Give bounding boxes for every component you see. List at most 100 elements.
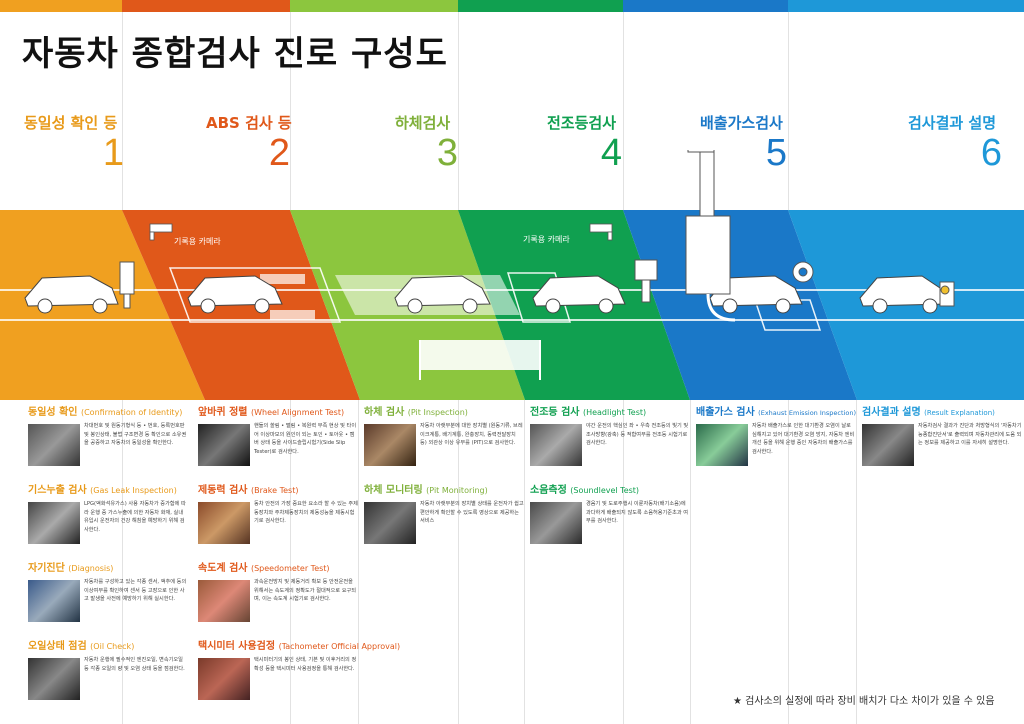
card-description: 자동차를 구성하고 있는 각종 센서, 액추에 등의 이상여부를 확인하여 센서… [84, 579, 187, 603]
card-wheel-alignment: 앞바퀴 정렬 (Wheel Alignment Test) 핸들의 쏠림 • 떨… [198, 406, 358, 466]
card-subtitle: (Wheel Alignment Test) [250, 408, 345, 417]
stage-label-1: 동일성 확인 등 [24, 114, 118, 132]
photo-image [862, 424, 914, 466]
card-subtitle: (Diagnosis) [68, 564, 114, 573]
card-title: 전조등 검사 [530, 407, 580, 418]
card-description: 자동차 아랫부분에 대한 장치별 (원동기류, 브레이크계통, 배기계통, 완충… [420, 423, 523, 447]
card-headlight: 전조등 검사 (Headlight Test) 야간 운전의 핵심인 좌 • 우… [530, 406, 690, 466]
car-5 [709, 275, 803, 314]
stage-number-2: 2 [268, 132, 290, 174]
column-divider [856, 400, 857, 724]
card-title: 택시미터 사용검정 [198, 641, 276, 652]
card-description: LPG(액화석유가스) 사용 자동차가 증가함에 따라 운행 중 가스누출에 의… [84, 501, 186, 533]
stage-number-5: 5 [765, 132, 787, 174]
card-gas-leak: 기스누출 검사 (Gas Leak Inspection) LPG(액화석유가스… [28, 484, 188, 544]
card-title: 자기진단 [28, 563, 65, 574]
car-3 [394, 275, 491, 314]
recording-camera-1 [149, 223, 173, 241]
card-title: 검사결과 설명 [862, 407, 921, 418]
stage-number-6: 6 [980, 132, 1002, 174]
card-description: 자동차 아랫부분의 장치별 상태를 운전자가 쉽고 편안하게 확인할 수 있도록… [420, 501, 524, 525]
stage-label-3: 하체검사 [395, 114, 451, 132]
photo-image [198, 424, 250, 466]
card-subtitle: (Headlight Test) [582, 408, 647, 417]
card-description: 자동차 운행에 필수적인 엔진오일, 변속기오일 등 각종 오일의 량 및 오염… [84, 657, 185, 672]
card-brake: 제동력 검사 (Brake Test) 동차 안전의 가장 중요한 요소라 할 … [198, 484, 358, 544]
card-exhaust-emission: 배출가스 검사 (Exhaust Emission Inspection) 자동… [696, 406, 856, 466]
result-kiosk [939, 281, 955, 307]
card-result-explanation: 검사결과 설명 (Result Explanation) 자동차검사 결과가 진… [862, 406, 1022, 466]
photo-image [530, 502, 582, 544]
card-pit-monitoring: 하체 모니터링 (Pit Monitoring) 자동차 아랫부분의 장치별 상… [364, 484, 524, 544]
id-terminal [119, 261, 135, 309]
photo-image [198, 502, 250, 544]
column-divider [358, 400, 359, 724]
inspection-lane-illustration [0, 150, 1024, 400]
card-speedometer: 속도계 검사 (Speedometer Test) 과속운전방지 및 제동거리 … [198, 562, 358, 622]
top-color-strip-2 [122, 0, 290, 12]
camera-label-2: 기록용 카메라 [523, 235, 570, 244]
card-subtitle: (Soundlevel Test) [570, 486, 640, 495]
card-description: 차대번호 및 원동기형식 등 • 번호, 등록번호판 및 봉인상태, 불법 구조… [84, 423, 187, 447]
lane-box [506, 272, 572, 323]
card-subtitle: (Pit Inspection) [407, 408, 468, 417]
column-divider [524, 400, 525, 724]
card-description: 택시미터기의 봉인 상태, 기본 및 이후거리의 정확성 등을 택시미터 사용검… [254, 657, 357, 672]
card-identity: 동일성 확인 (Confirmation of Identity) 차대번호 및… [28, 406, 188, 466]
photo-image [28, 424, 80, 466]
top-color-strip-1 [0, 0, 122, 12]
card-subtitle: (Tachometer Official Approval) [278, 642, 401, 651]
photo-image [696, 424, 748, 466]
card-title: 배출가스 검사 [696, 407, 755, 418]
camera-label-1: 기록용 카메라 [174, 237, 221, 246]
page-title: 자동차 종합검사 진로 구성도 [22, 34, 448, 74]
card-description: 과속운전방지 및 제동거리 확보 등 안전운전을 위해서는 속도계의 정확도가 … [254, 579, 357, 603]
top-color-strip-6 [788, 0, 1024, 12]
stage-label-6: 검사결과 설명 [908, 114, 997, 132]
car-2 [187, 275, 283, 314]
photo-image [364, 502, 416, 544]
card-pit-inspection: 하체 검사 (Pit Inspection) 자동차 아랫부분에 대한 장치별 … [364, 406, 524, 466]
stage-label-5: 배출가스검사 [700, 114, 783, 132]
card-subtitle: (Gas Leak Inspection) [90, 486, 177, 495]
photo-image [28, 502, 80, 544]
stage-number-3: 3 [436, 132, 458, 174]
brake-tester-roller [260, 274, 305, 284]
card-title: 하체 검사 [364, 407, 405, 418]
card-title: 속도계 검사 [198, 563, 248, 574]
car-6 [859, 275, 948, 314]
card-title: 동일성 확인 [28, 407, 78, 418]
photo-image [198, 580, 250, 622]
footnote: ★ 검사소의 실정에 따라 장비 배치가 다소 차이가 있을 수 있음 [733, 696, 995, 707]
brake-tester-roller [270, 310, 315, 320]
emission-analyzer [685, 150, 736, 322]
card-title: 소음측정 [530, 485, 567, 496]
card-subtitle: (Result Explanation) [924, 409, 995, 417]
card-oil-check: 오일상태 점검 (Oil Check) 자동차 운행에 필수적인 엔진오일, 변… [28, 640, 188, 700]
card-subtitle: (Confirmation of Identity) [80, 408, 183, 417]
card-subtitle: (Speedometer Test) [250, 564, 330, 573]
column-divider [690, 400, 691, 724]
card-title: 하체 모니터링 [364, 485, 423, 496]
card-subtitle: (Oil Check) [90, 642, 135, 651]
card-description: 경음기 및 도로주행시 이륜자동차(배기소음)에 과다하게 배출되지 않도록 소… [586, 501, 689, 525]
card-description: 야간 운전의 핵심인 좌 • 우측 전조등의 빛기 및 조사방향(광축) 등 적… [586, 423, 689, 447]
card-subtitle: (Brake Test) [250, 486, 299, 495]
car-4 [532, 275, 626, 314]
stage-label-4: 전조등검사 [547, 114, 617, 132]
top-color-strip-5 [623, 0, 788, 12]
photo-image [364, 424, 416, 466]
car-1 [24, 275, 119, 314]
top-color-strip-3 [290, 0, 458, 12]
card-description: 동차 안전의 가장 중요한 요소라 할 수 있는 주제동장치와 주차제동장치의 … [254, 501, 358, 525]
card-soundlevel: 소음측정 (Soundlevel Test) 경음기 및 도로주행시 이륜자동차… [530, 484, 690, 544]
card-title: 앞바퀴 정렬 [198, 407, 248, 418]
photo-image [28, 580, 80, 622]
card-subtitle: (Exhaust Emission Inspection) [758, 409, 856, 417]
stage-number-1: 1 [102, 132, 124, 174]
headlight-tester [634, 259, 658, 303]
card-description: 자동차검사 결과가 진단과 처방형식의 '자동차기능종합진단서'로 출력되며 자… [918, 423, 1022, 447]
card-title: 제동력 검사 [198, 485, 248, 496]
card-title: 기스누출 검사 [28, 485, 87, 496]
